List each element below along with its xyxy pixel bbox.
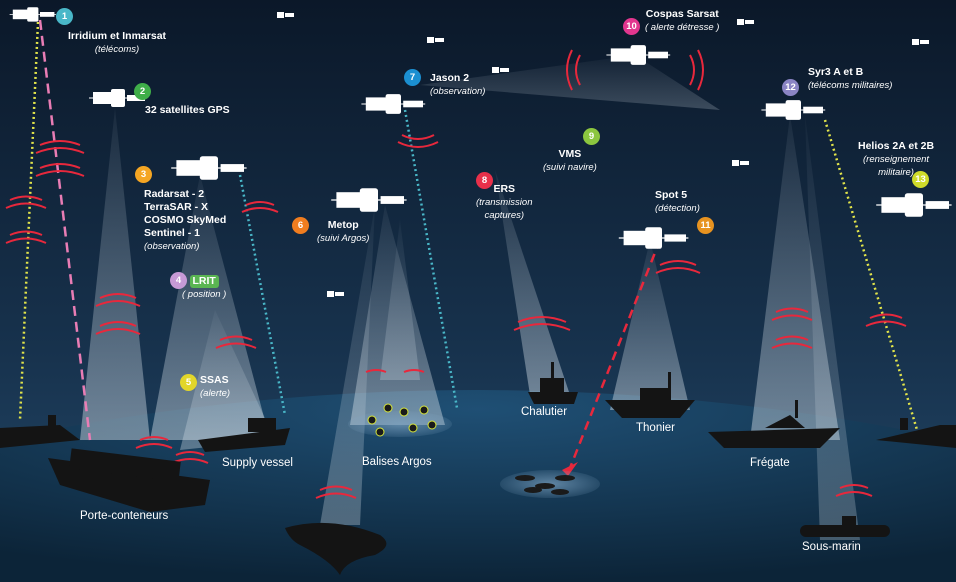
tuna-school — [515, 475, 575, 495]
links — [18, 19, 922, 476]
badge-1: 1 — [56, 8, 73, 25]
label-balises-argos: Balises Argos — [362, 456, 432, 468]
label-s6: Metop (suivi Argos) — [317, 219, 370, 244]
label-sous-marin: Sous-marin — [802, 541, 861, 553]
badge-4: 4 — [170, 272, 187, 289]
label-s7: Jason 2 (observation) — [430, 72, 486, 97]
label-s10: Cospas Sarsat ( alerte détresse ) — [645, 8, 720, 33]
label-porte-conteneurs: Porte-conteneurs — [80, 510, 169, 522]
argos-zone — [348, 411, 452, 437]
label-s11: Spot 5 (détection) — [655, 189, 700, 214]
label-supply-vessel: Supply vessel — [222, 457, 293, 469]
label-s13: Helios 2A et 2B (renseignement militaire… — [858, 140, 935, 178]
badge-8: 8 — [476, 172, 493, 189]
label-s2: 32 satellites GPS — [145, 104, 230, 116]
badge-11: 11 — [697, 217, 714, 234]
badge-3: 3 — [135, 166, 152, 183]
label-s3: Radarsat - 2 TerraSAR - X COSMO SkyMed S… — [144, 188, 227, 252]
badge-7: 7 — [404, 69, 421, 86]
argos-buoys — [367, 403, 437, 437]
badge-2: 2 — [134, 83, 151, 100]
vessel-silhouettes — [0, 362, 956, 575]
label-s9: VMS (suivi navire) — [543, 148, 597, 173]
label-s1: Irridium et Inmarsat (télécoms) — [68, 30, 167, 55]
badge-6: 6 — [292, 217, 309, 234]
beams — [80, 55, 860, 540]
signal-waves — [5, 49, 907, 499]
badge-13: 13 — [912, 171, 929, 188]
label-fregate: Frégate — [750, 457, 790, 469]
badge-12: 12 — [782, 79, 799, 96]
label-s4: LRIT ( position ) — [182, 275, 227, 300]
badge-10: 10 — [623, 18, 640, 35]
label-s12: Syr3 A et B (télécoms militaires) — [808, 66, 893, 91]
label-s8: ERS (transmission captures) — [476, 183, 533, 221]
label-chalutier: Chalutier — [521, 406, 568, 418]
badge-5: 5 — [180, 374, 197, 391]
badge-9: 9 — [583, 128, 600, 145]
label-thonier: Thonier — [636, 422, 675, 434]
label-s5: SSAS (alerte) — [200, 374, 231, 399]
